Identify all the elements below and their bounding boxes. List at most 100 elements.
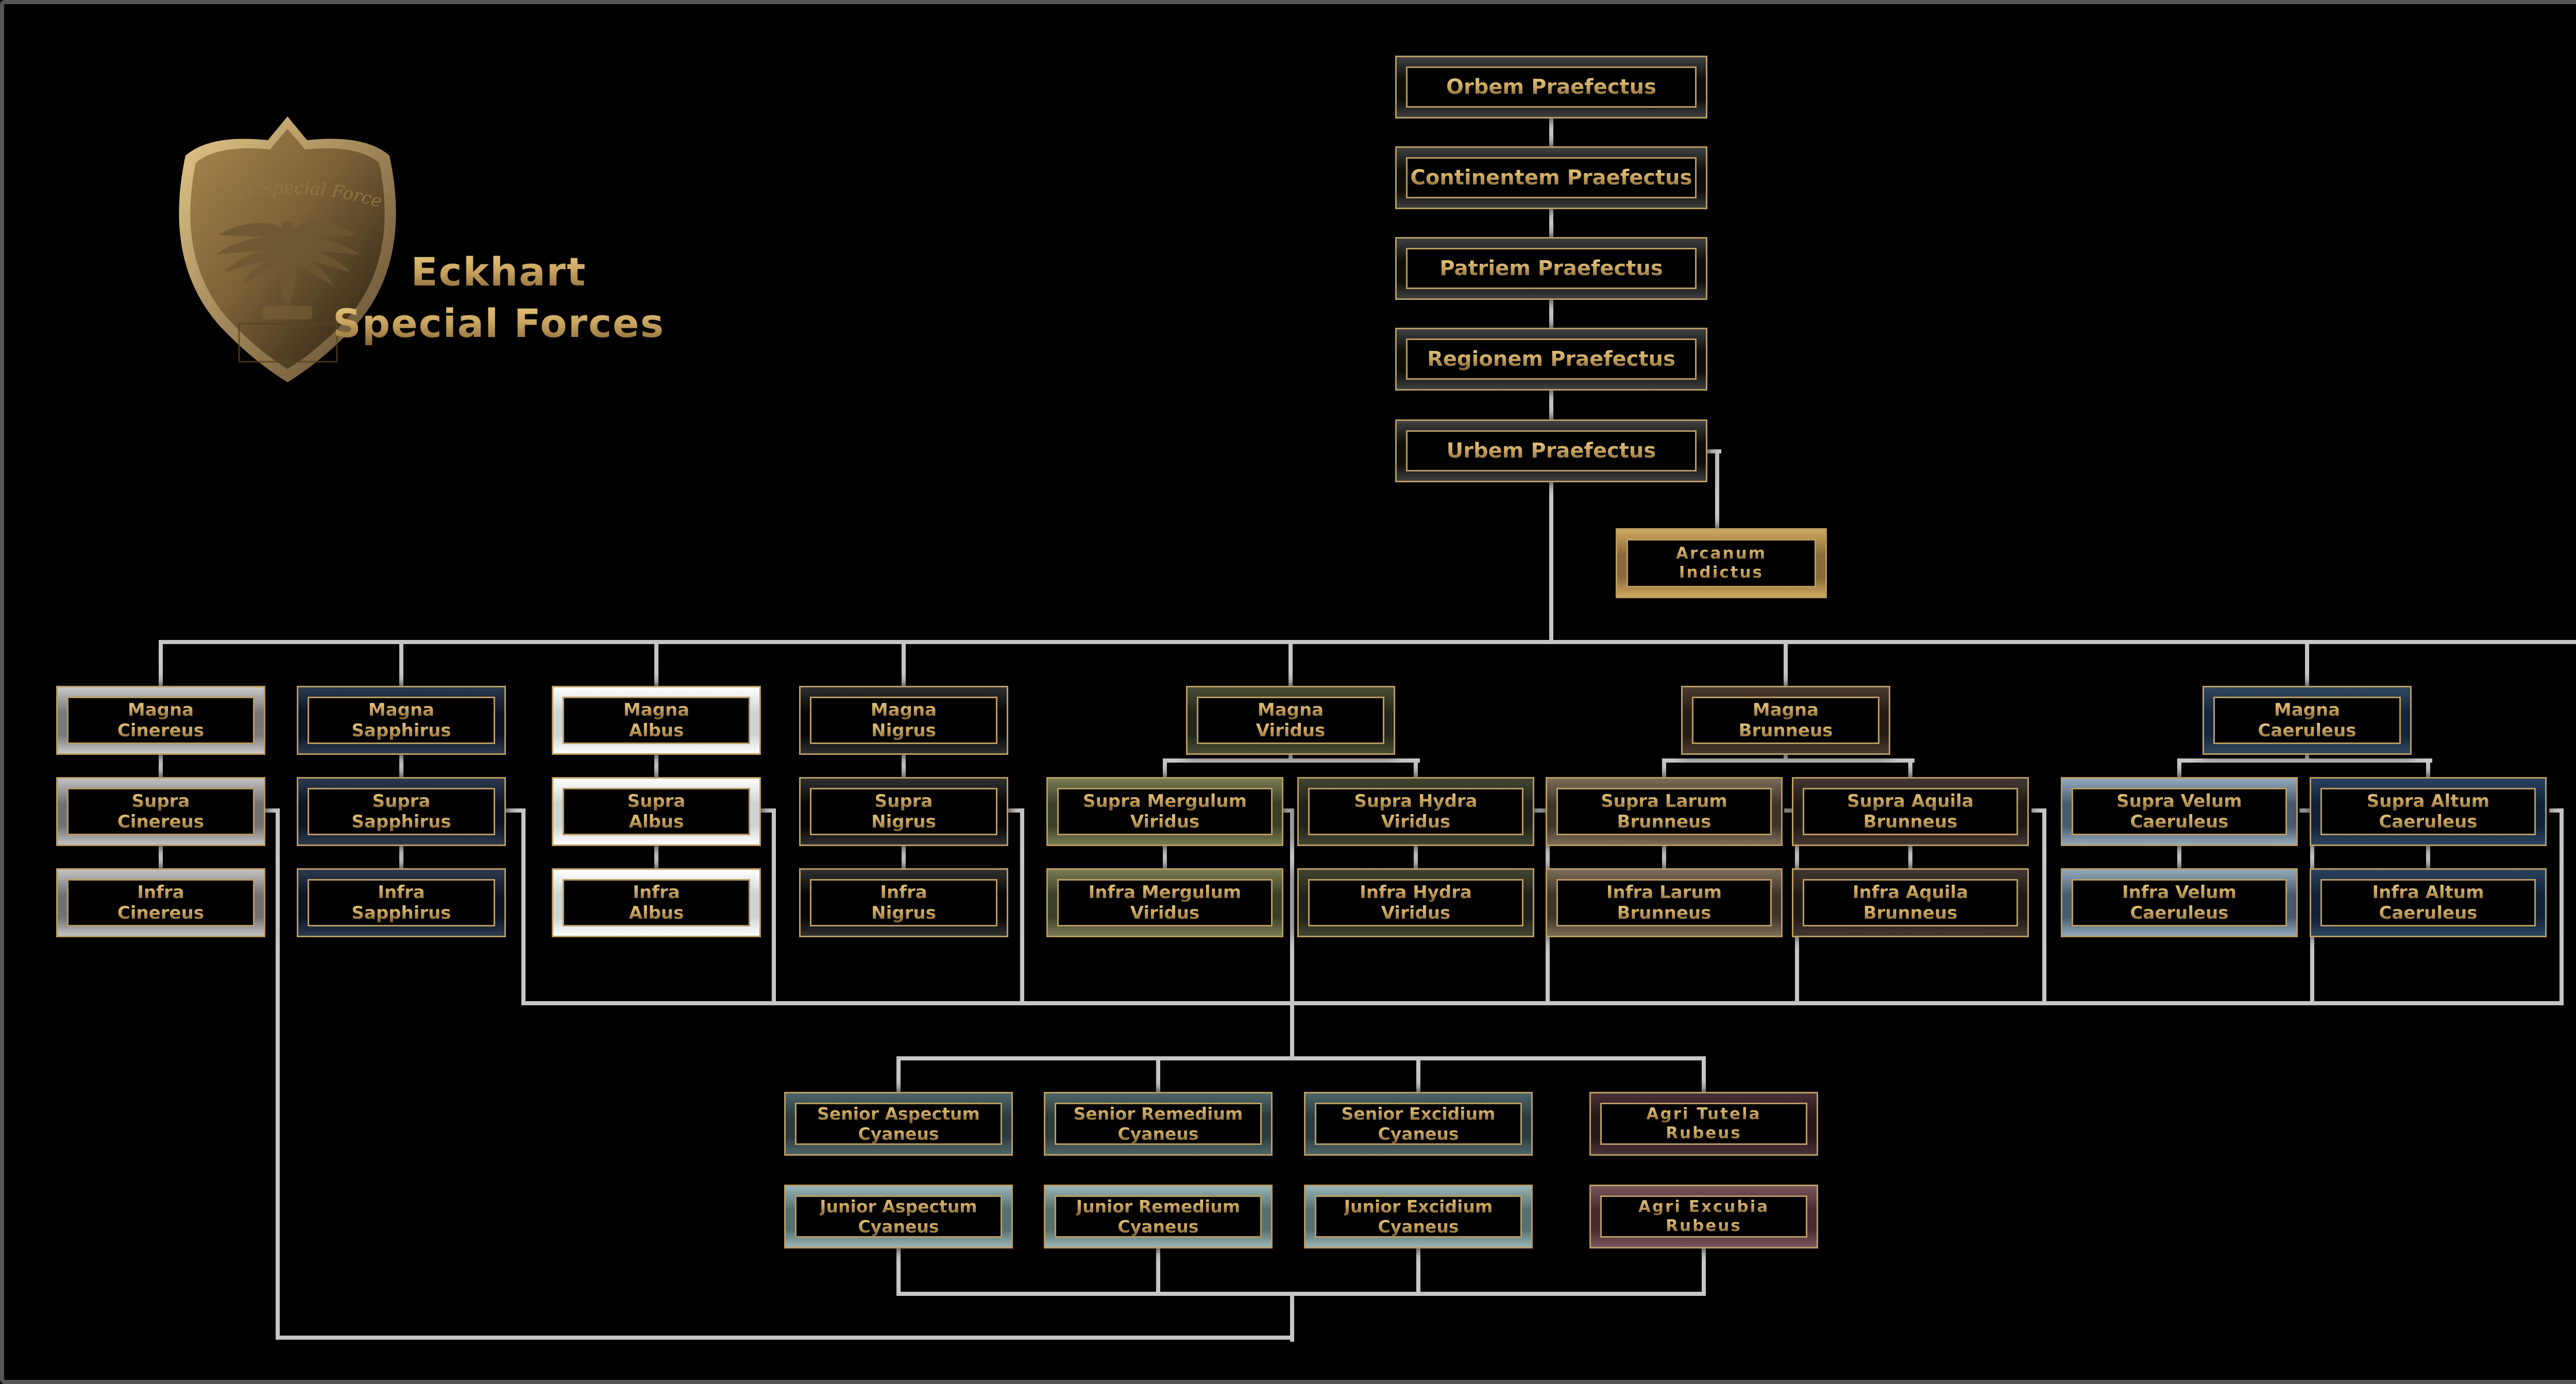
- org-node-label: Brunneus: [1863, 812, 1958, 832]
- org-node-label: Sapphirus: [351, 720, 451, 741]
- connector-line: [2042, 808, 2046, 1005]
- org-node-label: Agri Excubia: [1638, 1197, 1770, 1216]
- org-node-label: Infra: [378, 882, 425, 903]
- org-node-label: Albus: [629, 903, 684, 923]
- connector-line: [1290, 1292, 1294, 1342]
- connector-line: [2305, 640, 2309, 688]
- connector-line: [521, 1001, 2564, 1005]
- connector-line: [1414, 758, 1418, 781]
- connector-line: [896, 1246, 901, 1296]
- org-node-label: Albus: [629, 720, 684, 741]
- connector-line: [654, 844, 658, 872]
- connector-line: [1707, 449, 1721, 453]
- connector-line: [2177, 844, 2181, 872]
- org-node-label: Viridus: [1130, 903, 1200, 923]
- connector-line: [1163, 758, 1167, 781]
- org-node-label: Viridus: [1256, 720, 1326, 741]
- org-node-label: Cyaneus: [858, 1124, 939, 1144]
- org-node-label: Supra Mergulum: [1082, 791, 1247, 812]
- org-node-label: Cyaneus: [1117, 1217, 1199, 1237]
- org-node-label: Cyaneus: [858, 1217, 939, 1237]
- org-node-label: Indictus: [1679, 563, 1764, 582]
- connector-line: [1702, 1246, 1706, 1296]
- eckhart-crest-logo: Eckhart Special Forces: [117, 102, 396, 382]
- org-node-label: Arcanum: [1675, 544, 1767, 563]
- connector-line: [1908, 758, 1912, 781]
- org-node-label: Supra: [131, 791, 190, 812]
- connector-line: [399, 844, 403, 872]
- connector-line: [654, 753, 658, 781]
- connector-line: [1163, 844, 1167, 872]
- connector-line: [1662, 758, 1666, 781]
- org-node-orbem-praefectus: Orbem Praefectus: [1395, 56, 1707, 119]
- connector-line: [902, 640, 906, 688]
- title-line-2: Special Forces: [272, 298, 725, 349]
- org-node-label: Magna: [368, 700, 435, 720]
- connector-line: [902, 844, 906, 872]
- connector-line: [2549, 808, 2564, 813]
- org-node-label: Senior Excidium: [1341, 1104, 1496, 1124]
- org-node-label: Supra Altum: [2366, 791, 2490, 812]
- org-node-label: Urbem Praefectus: [1446, 438, 1656, 463]
- connector-line: [2299, 808, 2314, 813]
- org-node-urbem-praefectus: Urbem Praefectus: [1395, 419, 1707, 482]
- connector-line: [1534, 808, 1550, 813]
- org-node-label: Brunneus: [1617, 903, 1711, 923]
- org-node-label: Infra Altum: [2372, 882, 2484, 903]
- connector-line: [772, 808, 776, 1005]
- org-node-label: Supra Hydra: [1354, 791, 1478, 812]
- connector-line: [2177, 758, 2181, 781]
- connector-line: [1156, 1246, 1160, 1296]
- connector-line: [1289, 753, 1293, 763]
- connector-line: [2426, 758, 2430, 781]
- connector-line: [1008, 808, 1024, 813]
- connector-line: [2031, 808, 2046, 813]
- org-node-label: Supra: [874, 791, 933, 812]
- connector-line: [276, 1336, 1294, 1340]
- connector-line: [2560, 808, 2564, 1005]
- org-node-label: Junior Aspectum: [820, 1196, 977, 1217]
- org-node-label: Agri Tutela: [1646, 1105, 1761, 1123]
- org-node-label: Orbem Praefectus: [1446, 75, 1656, 99]
- org-node-label: Nigrus: [871, 903, 936, 923]
- connector-line: [159, 640, 2576, 644]
- org-node-label: Nigrus: [871, 720, 936, 741]
- org-node-label: Sapphirus: [351, 812, 451, 832]
- org-node-label: Cyaneus: [1117, 1124, 1199, 1144]
- title-line-1: Eckhart: [272, 246, 725, 298]
- org-node-label: Magna: [623, 700, 690, 720]
- org-node-label: Albus: [629, 812, 684, 832]
- connector-line: [159, 844, 163, 872]
- org-node-label: Magna: [1257, 700, 1324, 720]
- connector-line: [265, 808, 280, 813]
- connector-line: [276, 808, 280, 1340]
- connector-line: [654, 640, 658, 688]
- org-node-label: Cinereus: [117, 812, 205, 832]
- org-node-label: Infra Aquila: [1852, 882, 1969, 903]
- connector-line: [902, 753, 906, 781]
- connector-line: [2177, 758, 2432, 763]
- org-node-label: Magna: [2274, 700, 2341, 720]
- org-node-continentem-praefectus: Continentem Praefectus: [1395, 146, 1707, 209]
- connector-line: [399, 640, 403, 688]
